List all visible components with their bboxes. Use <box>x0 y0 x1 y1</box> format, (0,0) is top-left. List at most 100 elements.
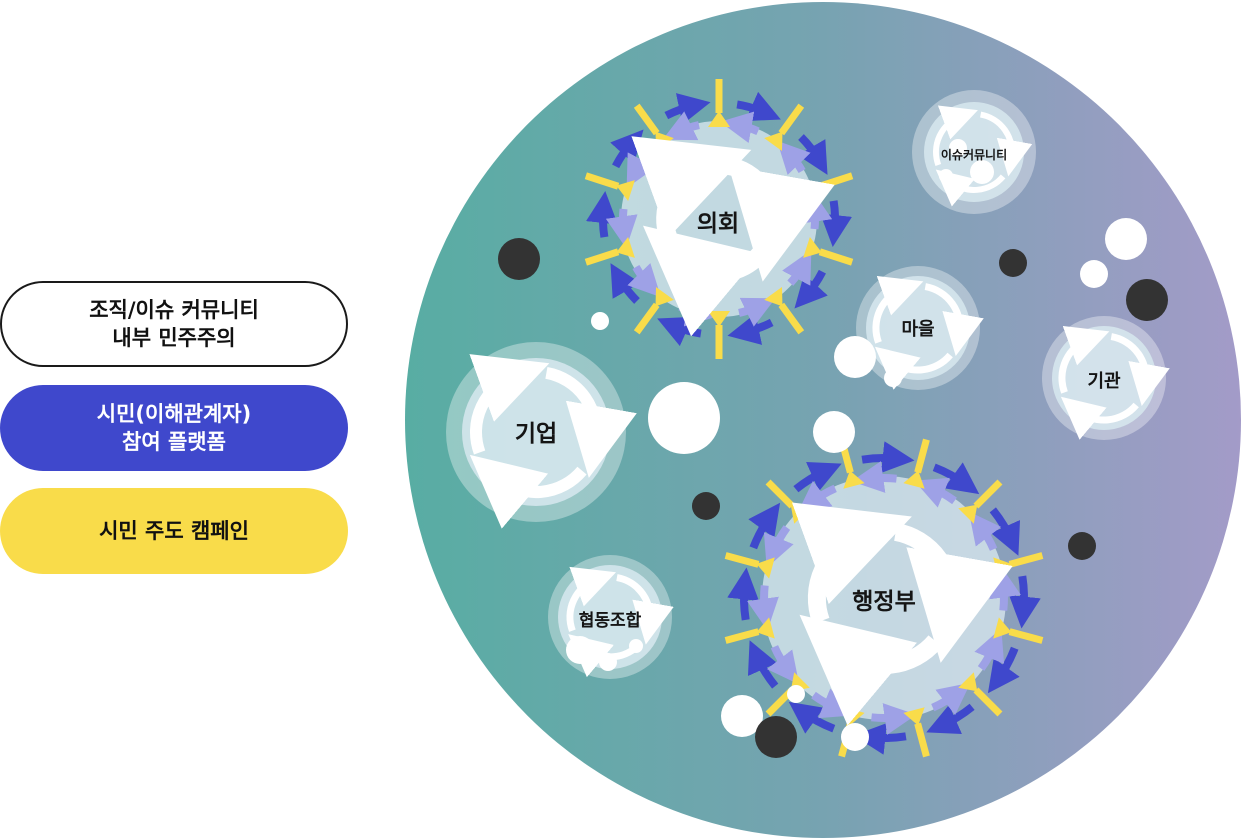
government-cycle-arrows <box>791 502 1013 726</box>
legend-citizen-platform-label: 시민(이해관계자) 참여 플랫폼 <box>96 402 252 454</box>
cycle-arrow <box>631 136 752 241</box>
cycle-arrow <box>924 283 984 356</box>
platform-arrow <box>853 722 907 755</box>
bubble <box>599 653 617 671</box>
platform-arrow <box>861 441 915 474</box>
platform-arrow <box>989 507 1021 556</box>
bubble <box>884 369 902 387</box>
cycle-arrow <box>469 354 550 455</box>
platform-arrow <box>932 462 980 495</box>
government-campaign-arrows <box>724 438 1044 758</box>
cycle-arrow <box>545 366 637 478</box>
node-label-assembly: 의회 <box>697 211 739 237</box>
cycle-arrow <box>642 225 768 337</box>
platform-arrow <box>1008 575 1041 629</box>
ring-layer <box>446 79 1170 758</box>
assembly-cycle-arrows <box>631 136 835 337</box>
campaign-arrow-head <box>764 286 783 307</box>
cycle-arrow <box>1058 325 1110 394</box>
platform-arrow-return <box>662 111 700 141</box>
issue-community-cycle-arrows <box>933 105 1033 207</box>
campaign-arrow-head <box>764 131 783 152</box>
bubble <box>629 639 643 653</box>
platform-arrow <box>736 91 781 122</box>
dark-dot <box>755 716 797 758</box>
cycle-arrow <box>799 614 943 726</box>
platform-arrow <box>820 200 852 248</box>
legend-citizen-platform: 시민(이해관계자) 참여 플랫폼 <box>0 385 348 471</box>
dark-dot <box>999 249 1027 277</box>
campaign-arrow-shaft <box>973 687 1003 717</box>
bubble <box>1080 260 1108 288</box>
campaign-arrow-shaft <box>973 479 1003 509</box>
bubble <box>591 312 609 330</box>
node-label-village: 마을 <box>901 319 934 340</box>
campaign-arrow-head <box>958 504 978 524</box>
legend-citizen-campaign: 시민 주도 캠페인 <box>0 488 348 574</box>
cycle-arrow <box>1110 333 1170 406</box>
campaign-arrow-head <box>756 617 775 639</box>
platform-arrow-return <box>800 189 833 230</box>
bubble <box>813 411 855 453</box>
platform-arrow <box>586 190 618 238</box>
cycle-arrow <box>935 169 1006 207</box>
campaign-arrow-head <box>756 557 775 579</box>
campaign-arrow-shaft <box>724 628 760 644</box>
campaign-arrow-shaft <box>765 479 795 509</box>
bubble <box>970 160 994 184</box>
dark-dot <box>1126 279 1168 321</box>
node-label-issue-community: 이슈커뮤니티 <box>941 147 1007 162</box>
bubble <box>787 685 805 703</box>
cycle-arrow <box>979 111 1033 177</box>
platform-arrow <box>987 646 1020 694</box>
node-label-government: 행정부 <box>852 589 915 615</box>
company-cycle-arrows <box>469 354 637 529</box>
campaign-arrow-head <box>958 672 978 692</box>
campaign-arrow-shaft <box>1008 552 1044 568</box>
campaign-arrow-head <box>843 470 865 489</box>
platform-arrow-return <box>914 477 957 508</box>
cycle-arrow <box>933 105 978 167</box>
platform-arrow-return <box>605 208 638 249</box>
platform-arrow-return <box>747 585 779 631</box>
campaign-arrow-shaft <box>914 722 930 758</box>
platform-arrow <box>748 502 781 550</box>
legend-internal-democracy: 조직/이슈 커뮤니티 내부 민주주의 <box>0 281 348 367</box>
dark-dot <box>1068 532 1096 560</box>
bubble <box>1105 218 1147 260</box>
cycle-arrow <box>469 454 587 529</box>
platform-arrow-return <box>871 703 917 735</box>
platform-arrow <box>793 461 842 493</box>
dark-dots <box>498 238 1168 758</box>
legend-internal-democracy-label: 조직/이슈 커뮤니티 내부 민주주의 <box>89 298 259 350</box>
legend-citizen-campaign-label: 시민 주도 캠페인 <box>99 519 249 543</box>
campaign-arrow-head <box>616 236 635 258</box>
bubble <box>949 139 967 157</box>
cycle-arrow <box>791 502 912 624</box>
dark-dot <box>498 238 540 280</box>
platform-arrow <box>797 134 828 175</box>
node-label-agency: 기관 <box>1087 371 1121 392</box>
campaign-arrow-shaft <box>914 438 930 474</box>
campaign-arrow-shaft <box>724 552 760 568</box>
node-label-cooperative: 협동조합 <box>579 610 642 631</box>
village-cycle-arrows <box>872 275 984 390</box>
campaign-arrow-shaft <box>633 103 660 136</box>
platform-arrow-return <box>851 461 897 493</box>
cycle-arrow <box>872 275 924 344</box>
platform-arrow-return <box>766 645 800 685</box>
platform-arrow-return <box>931 682 971 716</box>
dark-dot <box>692 492 720 520</box>
platform-arrow-return <box>989 565 1021 611</box>
campaign-arrow-shaft <box>778 302 805 335</box>
bubble <box>939 169 953 183</box>
platform-arrow-return <box>763 525 794 568</box>
bubble <box>566 636 594 664</box>
platform-arrow <box>610 263 641 304</box>
platform-arrow <box>926 703 975 735</box>
cycle-arrow <box>566 566 617 632</box>
campaign-arrow-shaft <box>778 103 805 136</box>
bubble <box>834 336 876 378</box>
white-bubbles <box>591 218 1147 751</box>
campaign-arrow-head <box>616 180 635 202</box>
